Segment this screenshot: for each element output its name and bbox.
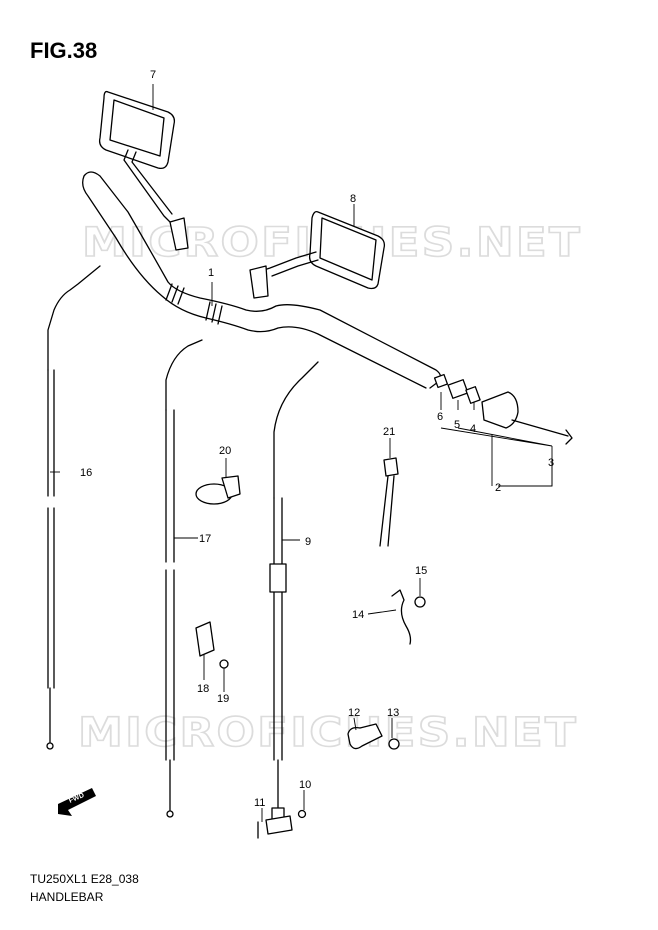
mirror-right-part (249, 210, 386, 299)
callout-2: 2 (495, 482, 501, 494)
callout-5: 5 (454, 419, 460, 431)
callout-12: 12 (348, 707, 360, 719)
callout-21: 21 (383, 426, 395, 438)
bolt-15 (414, 596, 426, 608)
mirror-left-part (98, 90, 189, 251)
callout-3: 3 (548, 457, 554, 469)
cable-16-part (46, 265, 101, 750)
bar-end-assembly (433, 373, 573, 445)
callout-19: 19 (217, 693, 229, 705)
handlebar-part (82, 171, 442, 389)
part-5 (447, 379, 469, 399)
guide-14-part (391, 589, 426, 645)
part-3 (511, 419, 573, 445)
callout-20: 20 (219, 445, 231, 457)
diagram-name: HANDLEBAR (30, 890, 104, 904)
callout-7: 7 (150, 69, 156, 81)
callout-4: 4 (470, 423, 476, 435)
callout-11: 11 (254, 797, 265, 809)
callout-16: 16 (80, 467, 92, 479)
callout-1: 1 (208, 267, 214, 279)
screw-10 (297, 809, 307, 819)
part-4 (465, 386, 481, 404)
figure-title: FIG.38 (30, 38, 98, 63)
clamp-20-part (195, 475, 241, 505)
bolt-13 (388, 738, 400, 750)
callout-8: 8 (350, 193, 356, 205)
part-6 (433, 373, 449, 389)
watermark-bottom: MICROFICHES.NET (78, 710, 578, 756)
callout-17: 17 (199, 533, 211, 545)
callout-13: 13 (387, 707, 399, 719)
diagram-code: TU250XL1 E28_038 (30, 872, 139, 886)
callout-18: 18 (197, 683, 209, 695)
fwd-arrow-icon: FWD (58, 788, 96, 816)
clamp-12-part (347, 723, 400, 750)
leader-lines (50, 84, 553, 822)
clamp-18-part (195, 621, 229, 669)
cable-17-part (165, 339, 203, 818)
callout-14: 14 (352, 609, 364, 621)
callout-6: 6 (437, 411, 443, 423)
part-2 (481, 391, 519, 429)
bolt-19 (219, 659, 229, 669)
callout-9: 9 (305, 536, 311, 548)
fitting-10-part (257, 809, 307, 839)
callout-15: 15 (415, 565, 427, 577)
cable-tie-21-part (379, 457, 399, 547)
callout-10: 10 (299, 779, 311, 791)
